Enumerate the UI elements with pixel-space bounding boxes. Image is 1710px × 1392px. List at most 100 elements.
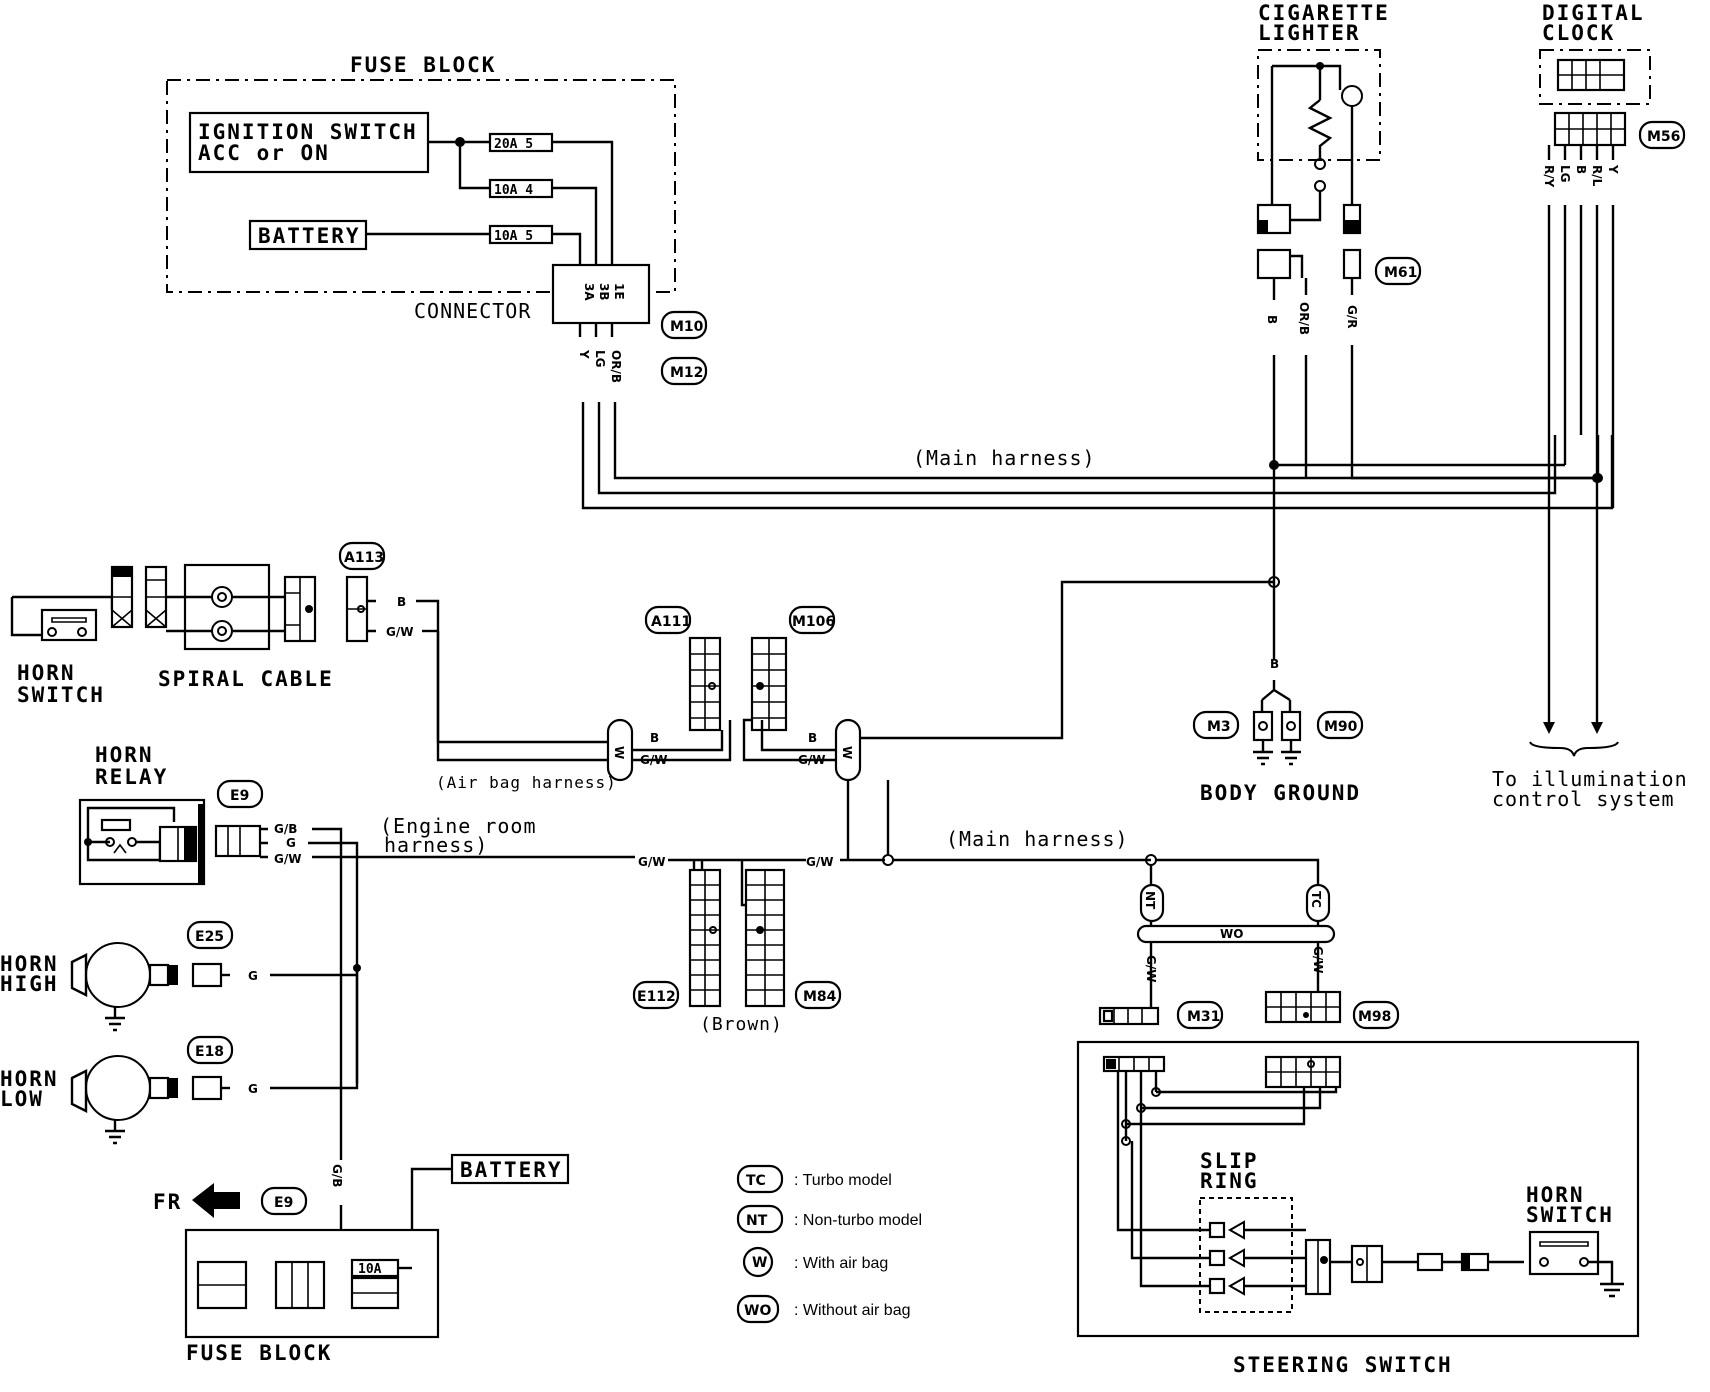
ignition-switch-label: IGNITION SWITCH bbox=[198, 120, 418, 144]
airbag-harness-label: (Air bag harness) bbox=[436, 773, 617, 792]
spiral-cable-box bbox=[183, 563, 271, 651]
tag-e18 bbox=[186, 1035, 234, 1065]
tag-e112 bbox=[632, 980, 680, 1010]
fuse-10a-5-label: 10A 5 bbox=[494, 229, 533, 244]
horn-low-icon bbox=[70, 1069, 88, 1113]
middle-connectors: G/W G/W (Main harness) E112 M84 (Brown) bbox=[632, 780, 1151, 1035]
brown-label: (Brown) bbox=[700, 1014, 783, 1035]
wire-y: Y bbox=[577, 349, 591, 359]
horns: HORN HIGH E25 G HORN LOW E18 G bbox=[0, 920, 361, 1145]
body-ground: B M3 M90 BODY GROUND bbox=[1192, 465, 1364, 805]
tag-m31 bbox=[1176, 1000, 1224, 1030]
ground-wire-b: B bbox=[1270, 657, 1279, 671]
tag-m10 bbox=[660, 310, 708, 340]
tag-e9-bottom-label: E9 bbox=[274, 1195, 293, 1211]
legend-w: W : With air bag bbox=[742, 1246, 888, 1278]
airbag-b-2: B bbox=[808, 731, 817, 745]
engine-harness-label-1: (Engine room bbox=[380, 814, 537, 838]
horn-high-label-2: HIGH bbox=[0, 972, 59, 996]
fuse-block-bottom-label: FUSE BLOCK bbox=[186, 1341, 332, 1365]
body-ground-label: BODY GROUND bbox=[1200, 781, 1361, 805]
clock-label: CLOCK bbox=[1542, 21, 1615, 45]
illumination-label-1: To illumination bbox=[1492, 767, 1688, 791]
main-harness-top: (Main harness) bbox=[578, 323, 1614, 510]
horn-high-wire-g: G bbox=[248, 969, 258, 983]
clock-wire-ry: R/Y bbox=[1542, 165, 1556, 188]
ground-terminal-m90 bbox=[1280, 710, 1302, 742]
connector-e9-top bbox=[214, 824, 262, 858]
lighter-lamp-icon bbox=[1341, 85, 1363, 107]
tag-m3 bbox=[1192, 710, 1240, 740]
connector-label: CONNECTOR bbox=[414, 299, 531, 323]
fuse-20a-label: 20A 5 bbox=[494, 137, 533, 152]
m98-wire-gw: G/W bbox=[1311, 946, 1325, 973]
tag-m106 bbox=[788, 605, 836, 635]
tag-e9-top-label: E9 bbox=[230, 788, 249, 804]
tag-m84 bbox=[794, 980, 842, 1010]
airbag-w-1: W bbox=[612, 746, 626, 759]
relay-wire-g: G bbox=[286, 836, 296, 850]
legend: TC : Turbo model NT : Non-turbo model W … bbox=[736, 1164, 922, 1324]
tag-m61-label: M61 bbox=[1384, 265, 1417, 281]
horn-relay-label-2: RELAY bbox=[95, 765, 168, 789]
horn-low-wire-g: G bbox=[248, 1082, 258, 1096]
tag-e18-label: E18 bbox=[195, 1044, 224, 1060]
nt-marker-label: NT bbox=[1143, 891, 1157, 910]
tag-m98 bbox=[1352, 1000, 1400, 1030]
tag-a113-label: A113 bbox=[344, 550, 384, 566]
airbag-gw-2: G/W bbox=[798, 753, 825, 767]
cigarette-lighter: CIGARETTE LIGHTER M61 B OR/B G/R bbox=[1256, 1, 1603, 483]
horn-low-label-1: HORN bbox=[0, 1067, 59, 1091]
front-arrow-icon bbox=[192, 1183, 240, 1218]
tag-m3-label: M3 bbox=[1207, 719, 1231, 735]
horn-relay-label-1: HORN bbox=[95, 743, 154, 767]
pin-1e: 1E bbox=[612, 283, 626, 300]
legend-w-text: : With air bag bbox=[794, 1255, 888, 1272]
fuse-10a-bottom-label: 10A bbox=[358, 1262, 382, 1277]
legend-nt-text: : Non-turbo model bbox=[794, 1212, 922, 1229]
digital-clock: DIGITAL CLOCK M56 R/Y LG B R/L Y To illu… bbox=[1306, 1, 1688, 811]
tag-e9-bottom bbox=[260, 1186, 308, 1216]
middle-gw-right: G/W bbox=[806, 855, 833, 869]
tag-e25-label: E25 bbox=[195, 929, 224, 945]
connector-box bbox=[551, 263, 651, 325]
tag-m90 bbox=[1316, 710, 1364, 740]
tag-m84-label: M84 bbox=[803, 989, 837, 1005]
legend-wo-code: WO bbox=[744, 1303, 771, 1319]
wo-label: WO bbox=[1220, 927, 1243, 941]
legend-tc-code: TC bbox=[746, 1173, 766, 1189]
steering-switch-section: NT TC WO G/W G/W M31 M98 bbox=[1076, 854, 1640, 1377]
ignition-acc-label: ACC or ON bbox=[198, 141, 330, 165]
battery-label: BATTERY bbox=[258, 224, 361, 248]
middle-gw-left: G/W bbox=[638, 855, 665, 869]
engine-harness-label-2: harness) bbox=[384, 833, 488, 857]
clock-wire-b: B bbox=[1574, 165, 1588, 174]
legend-wo-text: : Without air bag bbox=[794, 1302, 911, 1319]
horn-low-label-2: LOW bbox=[0, 1087, 44, 1111]
slip-ring-label-2: RING bbox=[1200, 1169, 1259, 1193]
legend-nt: NT : Non-turbo model bbox=[736, 1204, 922, 1234]
tag-a111 bbox=[644, 605, 692, 635]
slip-ring-contacts bbox=[1208, 1220, 1306, 1296]
steering-switch-label: STEERING SWITCH bbox=[1233, 1353, 1453, 1377]
ground-terminal-m3 bbox=[1252, 710, 1274, 742]
clock-wire-rl: R/L bbox=[1590, 165, 1604, 187]
airbag-b-1: B bbox=[650, 731, 659, 745]
battery-box bbox=[248, 219, 368, 251]
horn-high-label-1: HORN bbox=[0, 952, 59, 976]
wire-orb: OR/B bbox=[609, 350, 623, 383]
connector-e25 bbox=[191, 962, 223, 988]
fuse-block-title: FUSE BLOCK bbox=[350, 53, 496, 77]
m31-wire-gw: G/W bbox=[1144, 955, 1158, 982]
tag-m31-label: M31 bbox=[1187, 1009, 1220, 1025]
a113-wire-b: B bbox=[397, 595, 406, 609]
air-bag-harness: W B G/W (Air bag harness) A111 M106 B G/… bbox=[436, 580, 1274, 860]
digital-label: DIGITAL bbox=[1542, 1, 1645, 25]
horn-high-icon bbox=[70, 953, 88, 997]
cigarette-label: CIGARETTE bbox=[1258, 1, 1390, 25]
battery-bottom-label: BATTERY bbox=[460, 1158, 563, 1182]
legend-w-code: W bbox=[752, 1255, 767, 1271]
top-fuse-block: FUSE BLOCK IGNITION SWITCH ACC or ON BAT… bbox=[166, 53, 708, 386]
